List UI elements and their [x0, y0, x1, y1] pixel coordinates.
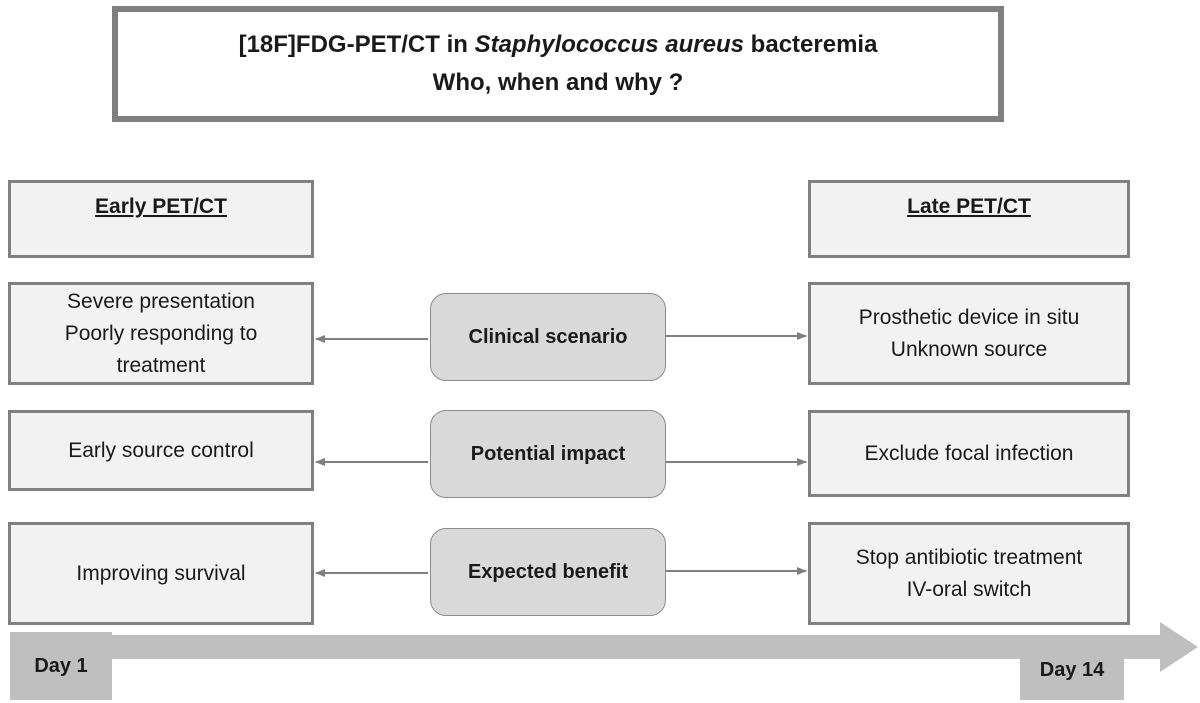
- late-benefit-line: Stop antibiotic treatment: [855, 545, 1083, 569]
- title-organism: Staphylococcus aureus: [474, 31, 745, 58]
- late-benefit-box: Stop antibiotic treatment IV-oral switch: [808, 522, 1130, 625]
- clinical-scenario-label: Clinical scenario: [468, 325, 628, 348]
- early-clinical-line: Poorly responding to: [64, 321, 258, 345]
- potential-impact-box: Potential impact: [430, 410, 666, 498]
- late-clinical-line: Prosthetic device in situ: [858, 305, 1080, 329]
- late-benefit-line: IV-oral switch: [906, 577, 1032, 601]
- day-14-label-box: Day 14: [1020, 640, 1124, 700]
- title-line-2: Who, when and why ?: [432, 69, 684, 96]
- early-benefit-box: Improving survival: [8, 522, 314, 625]
- title-line-1: [18F]FDG-PET/CT in Staphylococcus aureus…: [239, 26, 878, 64]
- early-impact-line: Early source control: [68, 439, 254, 462]
- early-clinical-box: Severe presentation Poorly responding to…: [8, 282, 314, 385]
- title-box: [18F]FDG-PET/CT in Staphylococcus aureus…: [112, 6, 1004, 122]
- early-clinical-line: treatment: [116, 353, 206, 377]
- potential-impact-label: Potential impact: [470, 442, 626, 465]
- late-impact-line: Exclude focal infection: [864, 441, 1074, 465]
- title-prefix: [18F]FDG-PET/CT in: [238, 31, 475, 58]
- late-header-label: Late PET/CT: [907, 195, 1031, 218]
- day-1-label: Day 1: [34, 654, 88, 677]
- timeline-arrow: [112, 622, 1198, 672]
- late-clinical-line: Unknown source: [890, 337, 1048, 361]
- day-14-label: Day 14: [1039, 658, 1105, 681]
- clinical-scenario-box: Clinical scenario: [430, 293, 666, 381]
- expected-benefit-label: Expected benefit: [467, 560, 629, 583]
- day-1-label-box: Day 1: [10, 632, 112, 700]
- late-impact-box: Exclude focal infection: [808, 410, 1130, 497]
- expected-benefit-box: Expected benefit: [430, 528, 666, 616]
- early-header-box: Early PET/CT: [8, 180, 314, 258]
- early-header-label: Early PET/CT: [95, 195, 227, 218]
- early-clinical-line: Severe presentation: [67, 289, 255, 313]
- title-suffix: bacteremia: [744, 31, 878, 58]
- early-benefit-line: Improving survival: [76, 561, 246, 585]
- early-impact-box: Early source control: [8, 410, 314, 491]
- late-header-box: Late PET/CT: [808, 180, 1130, 258]
- late-clinical-box: Prosthetic device in situ Unknown source: [808, 282, 1130, 385]
